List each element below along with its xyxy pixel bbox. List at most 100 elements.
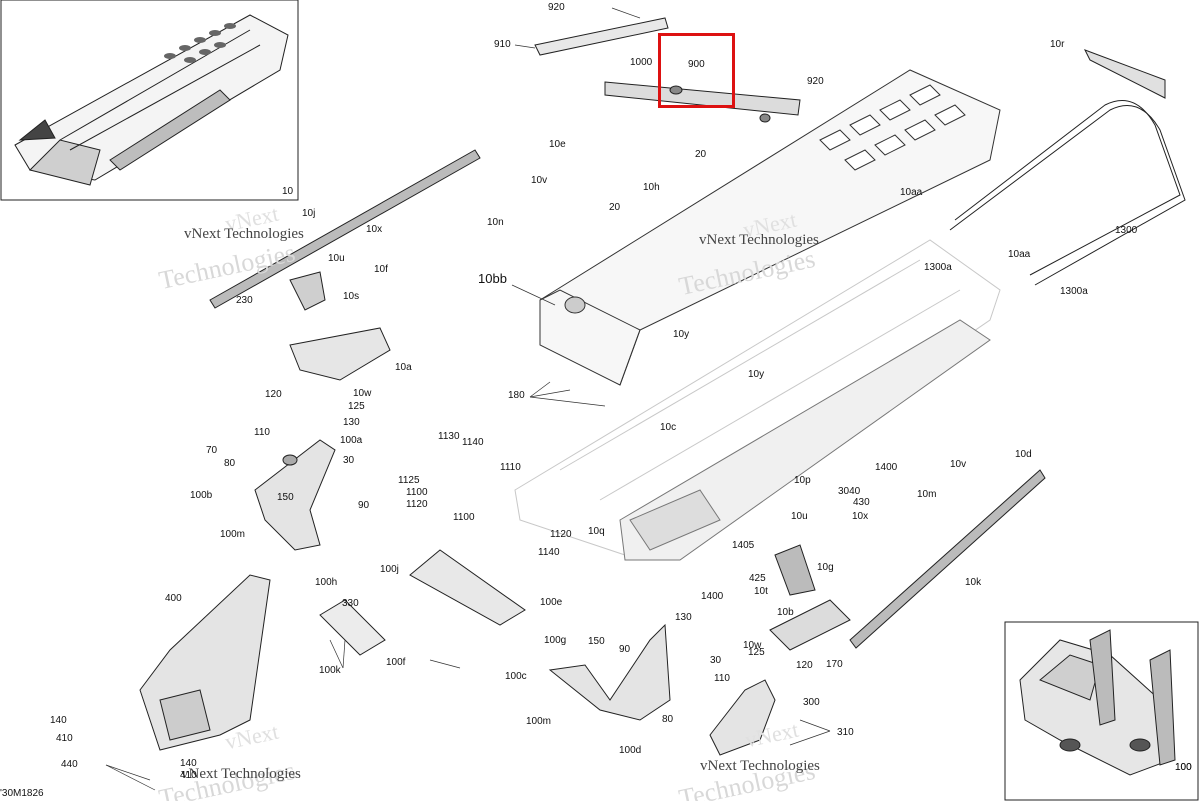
callout-label: 900 xyxy=(688,59,705,70)
chassis-ghost-outline xyxy=(514,239,1001,561)
callout-label: 10x xyxy=(852,511,869,522)
callout-label: 10f xyxy=(374,264,388,275)
callout-label: 10aa xyxy=(900,187,923,198)
callout-label: 1405 xyxy=(732,540,755,551)
callout-label: 10w xyxy=(743,640,762,651)
inset-tunnel-drawing xyxy=(14,14,289,186)
callout-label: 100h xyxy=(315,577,338,588)
callout-label: 1120 xyxy=(406,499,428,510)
callout-label: 230 xyxy=(236,295,253,306)
callout-label: 120 xyxy=(265,389,282,400)
callout-label: 300 xyxy=(803,697,820,708)
callout-label: 20 xyxy=(609,202,621,213)
callout-label: 100b xyxy=(190,490,213,501)
callout-label: 150 xyxy=(588,636,605,647)
callout-label: 10u xyxy=(791,511,808,522)
watermark: vNext Technologies xyxy=(699,232,819,248)
callout-label: 10k xyxy=(965,577,982,588)
callout-label: 150 xyxy=(277,492,294,503)
callout-label: 10y xyxy=(748,369,765,380)
frame-100c xyxy=(548,623,671,721)
callout-label: 10a xyxy=(395,362,412,373)
callout-label: 30 xyxy=(710,655,722,666)
callout-label: 400 xyxy=(165,593,182,604)
callout-label: 100f xyxy=(386,657,406,668)
callout-label: 140 xyxy=(180,758,197,769)
callout-label: 1100 xyxy=(453,512,475,523)
rail-900 xyxy=(604,81,801,123)
callout-label: 1140 xyxy=(462,437,484,448)
callout-label: 10c xyxy=(660,422,677,433)
rail-10j xyxy=(209,149,481,309)
part-300 xyxy=(709,679,776,756)
callout-label: 10g xyxy=(817,562,834,573)
callout-label: 110 xyxy=(714,673,730,684)
callout-label: 110 xyxy=(254,427,270,438)
callout-label: 100g xyxy=(544,635,567,646)
frame-100a xyxy=(254,439,336,551)
callout-label: 30 xyxy=(343,455,355,466)
bumper-1300 xyxy=(949,100,1186,286)
callout-label: 90 xyxy=(358,500,370,511)
callout-label: 130 xyxy=(675,612,692,623)
callout-label: 100d xyxy=(619,745,642,756)
callout-label: 10d xyxy=(1015,449,1032,460)
inset-label-top-left: 10 xyxy=(282,186,294,197)
callout-label: 920 xyxy=(548,2,565,13)
callout-label: 310 xyxy=(837,727,854,738)
rail-10k xyxy=(849,469,1046,649)
callout-label: 20 xyxy=(695,149,707,160)
callout-label: 910 xyxy=(494,39,511,50)
callout-label: 90 xyxy=(619,644,631,655)
callout-label: 1140 xyxy=(538,547,560,558)
callout-label: 10t xyxy=(754,586,768,597)
callout-label: 10r xyxy=(1050,39,1065,50)
callout-label: 10v xyxy=(950,459,967,470)
callout-label: 1300 xyxy=(1115,225,1138,236)
callout-label: 10y xyxy=(673,329,690,340)
callout-label: 100m xyxy=(220,529,246,540)
callout-label: 10b xyxy=(777,607,794,618)
callout-label: 10v xyxy=(531,175,548,186)
callout-label: 10w xyxy=(353,388,372,399)
callout-label: 1125 xyxy=(398,475,420,486)
highlight-box xyxy=(658,33,735,108)
callout-label: 1400 xyxy=(875,462,898,473)
watermark: vNext Technologies xyxy=(184,226,304,242)
rail-910 xyxy=(534,17,669,56)
callout-label: 1000 xyxy=(630,57,653,68)
bracket-10r xyxy=(1083,49,1166,99)
callout-label: 125 xyxy=(748,647,765,658)
callout-label: 130 xyxy=(343,417,360,428)
watermark: vNext Technologies xyxy=(700,758,820,774)
leader-lines xyxy=(105,7,831,791)
callout-label: 10n xyxy=(487,217,504,228)
callout-label: 80 xyxy=(662,714,674,725)
callout-label: 10u xyxy=(328,253,345,264)
callout-label: 10x xyxy=(366,224,383,235)
callout-label: 70 xyxy=(206,445,218,456)
callout-label: 10e xyxy=(549,139,566,150)
callout-label: 425 xyxy=(749,573,766,584)
callout-label: 410 xyxy=(180,770,197,781)
callout-label: 410 xyxy=(56,733,73,744)
callout-label: 100m xyxy=(526,716,552,727)
callout-label: 430 xyxy=(853,497,870,508)
callout-label: 170 xyxy=(826,659,843,670)
callout-label: 1120 xyxy=(550,529,572,540)
callout-label: 100c xyxy=(505,671,527,682)
callout-label: 10s xyxy=(343,291,360,302)
callout-label: 1300a xyxy=(1060,286,1088,297)
callout-label: 140 xyxy=(50,715,67,726)
callout-label: 100e xyxy=(540,597,563,608)
callout-label: 1110 xyxy=(500,462,521,473)
callout-label: 330 xyxy=(342,598,359,609)
plate-100e xyxy=(409,549,526,626)
part-10s xyxy=(289,271,326,311)
watermark: vNext Technologies xyxy=(181,766,301,782)
part-10b xyxy=(769,599,851,651)
figure-code: '30M1826 xyxy=(0,788,44,799)
plate-100k xyxy=(319,599,386,656)
